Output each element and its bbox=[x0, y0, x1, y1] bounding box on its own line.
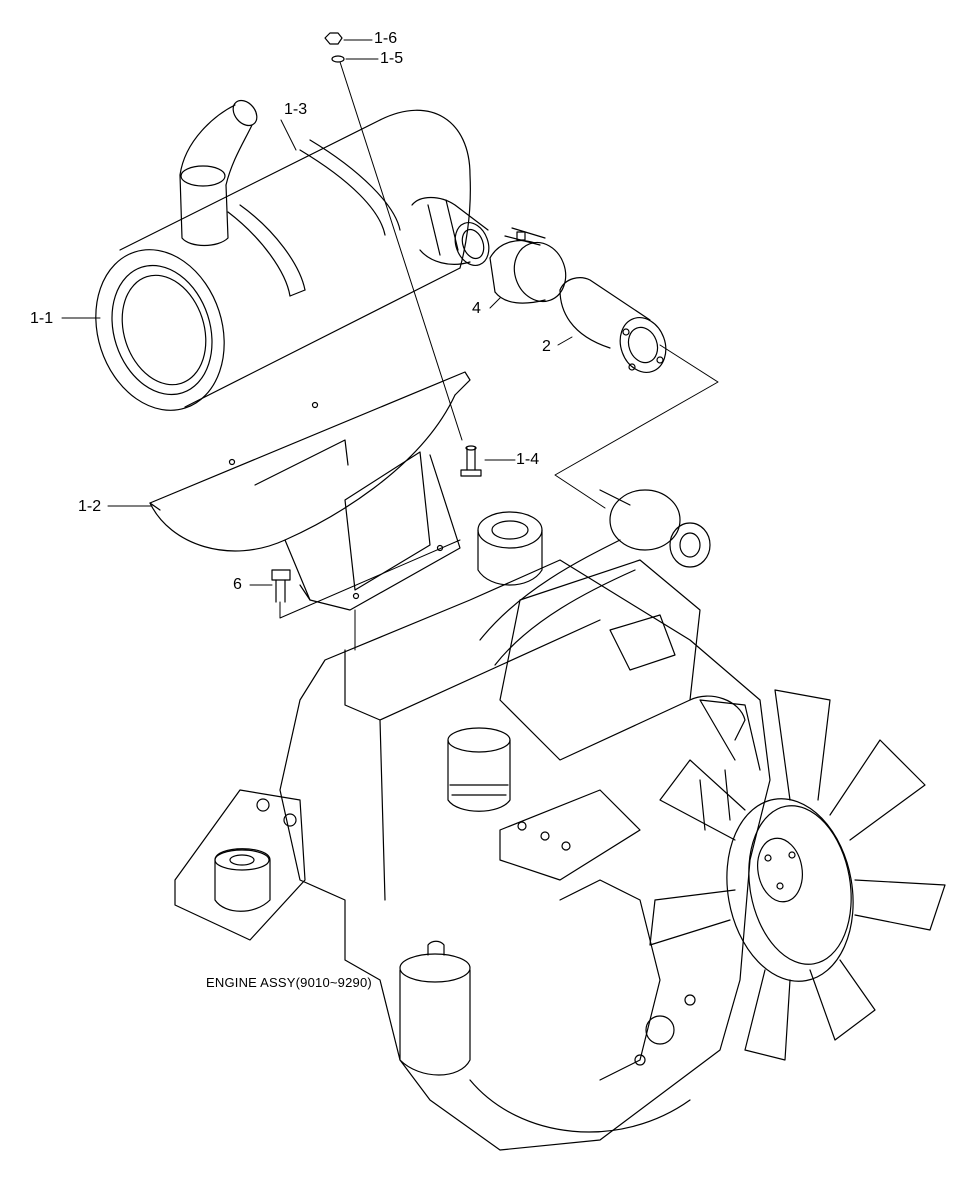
callout-1-4: 1-4 bbox=[516, 451, 540, 468]
callout-1-5: 1-5 bbox=[380, 50, 404, 67]
muffler-body bbox=[76, 96, 495, 427]
callout-1-2: 1-2 bbox=[78, 498, 102, 515]
callout-6: 6 bbox=[233, 576, 242, 593]
muffler-bracket bbox=[150, 372, 470, 610]
callout-1-3: 1-3 bbox=[284, 101, 308, 118]
callout-1-6: 1-6 bbox=[374, 30, 398, 47]
clamp bbox=[490, 228, 574, 309]
callout-2: 2 bbox=[542, 338, 551, 355]
engine-assembly bbox=[175, 490, 770, 1150]
engine-assy-caption: ENGINE ASSY(9010~9290) bbox=[206, 975, 372, 990]
cooling-fan bbox=[650, 690, 945, 1060]
hardware bbox=[272, 33, 481, 602]
exhaust-pipe bbox=[560, 278, 673, 379]
callout-4: 4 bbox=[472, 300, 481, 317]
callout-1-1: 1-1 bbox=[30, 310, 54, 327]
leader-lines bbox=[62, 40, 718, 650]
